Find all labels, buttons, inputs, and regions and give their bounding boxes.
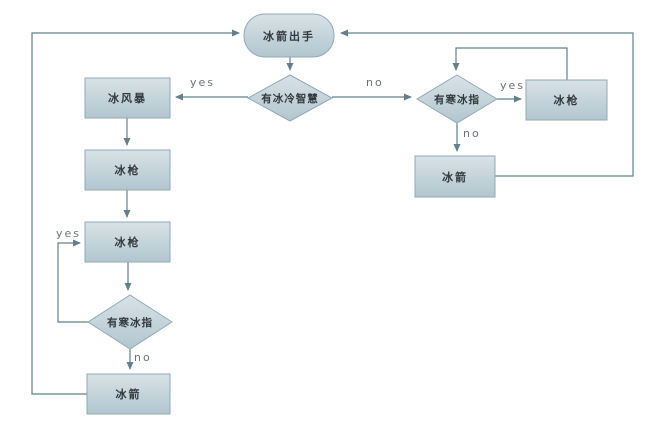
lance1-shape [84, 149, 171, 191]
node-decision-left: 有寒冰指 [107, 316, 153, 329]
edge-label-left-no: no [134, 351, 152, 364]
node-start: 冰箭出手 [263, 29, 315, 43]
bolt-left-shape [86, 373, 171, 415]
blizzard-shape [84, 77, 171, 119]
edge-label-main-yes: yes [190, 76, 216, 89]
node-decision-main: 有冰冷智慧 [261, 92, 319, 105]
edge-label-main-no: no [366, 76, 384, 89]
node-bolt-left: 冰箭 [115, 388, 142, 401]
node-blizzard: 冰风暴 [108, 92, 147, 105]
edge-label-left-yes: yes [56, 227, 82, 240]
node-ice-lance-right: 冰枪 [553, 94, 580, 107]
edge-label-right-yes: yes [500, 79, 526, 92]
start-terminator-shape [243, 13, 335, 58]
lance-right-shape [525, 79, 608, 121]
main-decision-shape [246, 74, 334, 122]
node-ice-lance-1: 冰枪 [114, 164, 141, 177]
right-decision-shape [416, 74, 498, 124]
bolt-right-shape [414, 155, 496, 198]
node-ice-lance-2: 冰枪 [114, 236, 141, 249]
lance2-shape [84, 221, 171, 263]
node-bolt-right: 冰箭 [442, 170, 468, 184]
left-decision-shape [87, 294, 173, 350]
edge-label-right-no: no [463, 127, 481, 140]
node-decision-right: 有寒冰指 [434, 93, 480, 106]
